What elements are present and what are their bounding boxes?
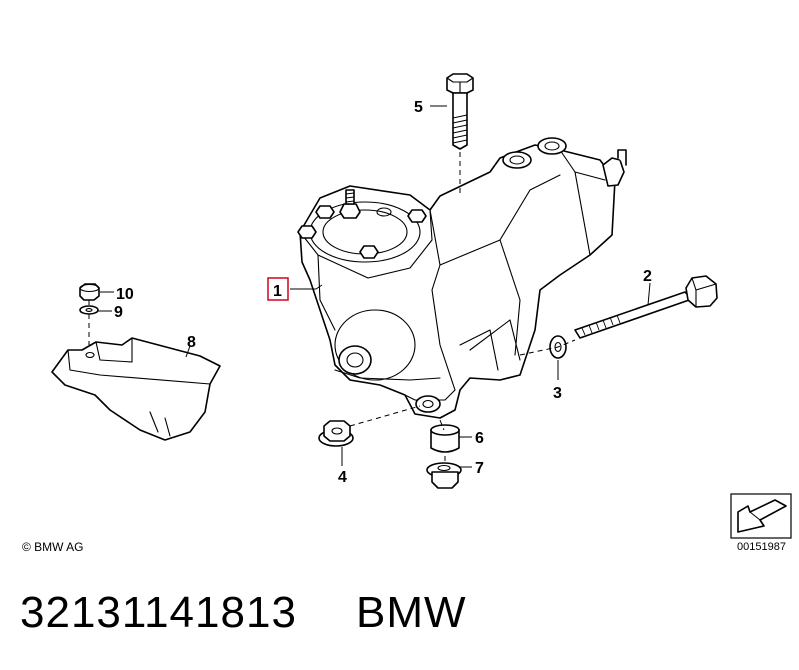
highlight-box [267,277,289,301]
flange-nut-part [318,420,354,447]
top-bolt-part [446,73,474,150]
cover-bolt-icon [297,205,427,259]
callout-10[interactable]: 10 [116,286,134,303]
callout-9[interactable]: 9 [114,304,123,321]
callout-2[interactable]: 2 [643,268,652,285]
assembly-line [439,419,445,431]
leader-line [290,284,323,290]
brand-name: BMW [356,588,467,637]
callout-7[interactable]: 7 [475,460,484,477]
callout-6[interactable]: 6 [475,430,484,447]
assembly-line [519,339,576,356]
copyright-text: © BMW AG [22,540,84,554]
steering-gear-box-part [297,137,627,419]
diagram-code: 00151987 [737,541,786,553]
callout-3[interactable]: 3 [553,385,562,402]
assembly-line [349,405,421,427]
leader-line [647,282,651,306]
leader-line [185,345,191,358]
view-arrow-icon [730,493,792,539]
callout-4[interactable]: 4 [338,469,347,486]
spacer-bushing-part [430,424,460,453]
lower-flange-nut-part [426,462,462,489]
callout-5[interactable]: 5 [414,99,423,116]
nut-part [79,283,100,301]
washer-part [79,305,99,315]
bracket-cover-part [51,337,221,441]
callout-8[interactable]: 8 [187,334,196,351]
part-number: 32131141813 [20,588,297,637]
long-bolt-part [574,275,718,339]
callout-1[interactable]: 1 [273,283,282,300]
